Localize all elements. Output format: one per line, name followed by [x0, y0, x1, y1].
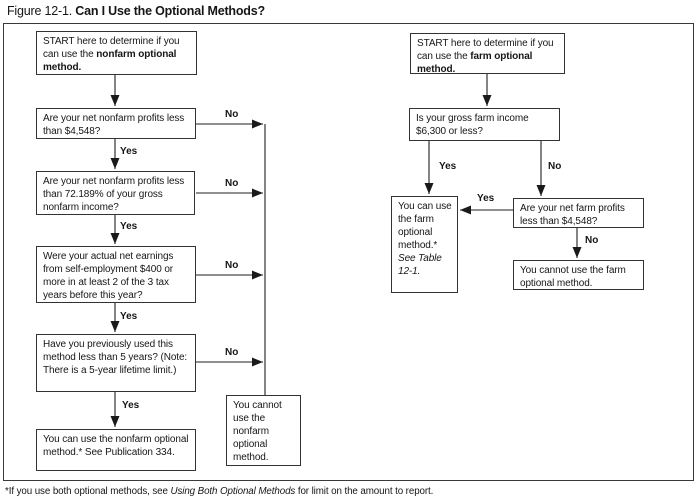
nonfarm-q-earnings-box: Were your actual net earnings from self-… — [36, 246, 196, 303]
figure-title-main: Can I Use the Optional Methods? — [75, 4, 265, 18]
nonfarm-q-profits-text: Are your net nonfarm profits less than $… — [43, 113, 185, 137]
nonfarm-yes-label-1: Yes — [120, 146, 138, 157]
nonfarm-q-profits-box: Are your net nonfarm profits less than $… — [36, 108, 196, 139]
farm-result-no-box: You cannot use the farm optional method. — [513, 260, 644, 290]
farm-start-text: START here to determine if you can use t… — [417, 38, 554, 62]
nonfarm-yes-label-3: Yes — [120, 311, 138, 322]
nonfarm-start-box: START here to determine if you can use t… — [36, 31, 197, 75]
nonfarm-no-label-3: No — [225, 260, 239, 271]
nonfarm-start-bold: nonfarm optional method. — [43, 49, 177, 73]
farm-result-yes-text: You can use the farm optional method.* — [398, 201, 452, 251]
nonfarm-q-earnings-text: Were your actual net earnings from self-… — [43, 251, 174, 301]
nonfarm-result-no-box: You cannot use the nonfarm optional meth… — [226, 395, 301, 466]
nonfarm-result-yes-box: You can use the nonfarm optional method.… — [36, 429, 196, 471]
farm-yes-branch-label: Yes — [439, 161, 457, 172]
nonfarm-no-label-4: No — [225, 347, 239, 358]
farm-result-yes-italic: See Table 12-1. — [398, 253, 442, 277]
footnote-post: for limit on the amount to report. — [295, 486, 434, 497]
farm-yes-horizontal-label: Yes — [477, 193, 495, 204]
nonfarm-no-label-2: No — [225, 178, 239, 189]
figure-border — [3, 23, 694, 481]
farm-q-income-box: Is your gross farm income $6,300 or less… — [409, 108, 560, 141]
footnote-italic: Using Both Optional Methods — [170, 486, 296, 497]
nonfarm-q-percent-text: Are your net nonfarm profits less than 7… — [43, 176, 185, 213]
nonfarm-yes-label-4: Yes — [122, 400, 140, 411]
footnote: *If you use both optional methods, see U… — [5, 486, 433, 497]
nonfarm-result-yes-text: You can use the nonfarm optional method.… — [43, 434, 189, 458]
farm-start-box: START here to determine if you can use t… — [410, 33, 565, 75]
farm-q-profits-text: Are your net farm profits less than $4,5… — [520, 203, 625, 227]
farm-start-bold: farm optional method. — [417, 51, 533, 75]
farm-q-profits-box: Are your net farm profits less than $4,5… — [513, 198, 644, 228]
nonfarm-start-text: START here to determine if you can use t… — [43, 36, 180, 60]
farm-q-income-text: Is your gross farm income $6,300 or less… — [416, 113, 529, 137]
nonfarm-result-no-text: You cannot use the nonfarm optional meth… — [233, 400, 282, 463]
farm-result-no-text: You cannot use the farm optional method. — [520, 265, 626, 289]
nonfarm-q-percent-box: Are your net nonfarm profits less than 7… — [36, 171, 195, 215]
nonfarm-no-label-1: No — [225, 109, 239, 120]
farm-no-vertical-label: No — [585, 235, 599, 246]
figure-title-prefix: Figure 12-1. — [7, 4, 76, 18]
nonfarm-q-years-text: Have you previously used this method les… — [43, 339, 188, 376]
nonfarm-yes-label-2: Yes — [120, 221, 138, 232]
nonfarm-q-years-box: Have you previously used this method les… — [36, 334, 196, 392]
farm-no-branch-label: No — [548, 161, 562, 172]
footnote-pre: *If you use both optional methods, see — [5, 486, 171, 497]
figure-title: Figure 12-1. Can I Use the Optional Meth… — [7, 4, 265, 18]
farm-result-yes-box: You can use the farm optional method.* S… — [391, 196, 458, 293]
